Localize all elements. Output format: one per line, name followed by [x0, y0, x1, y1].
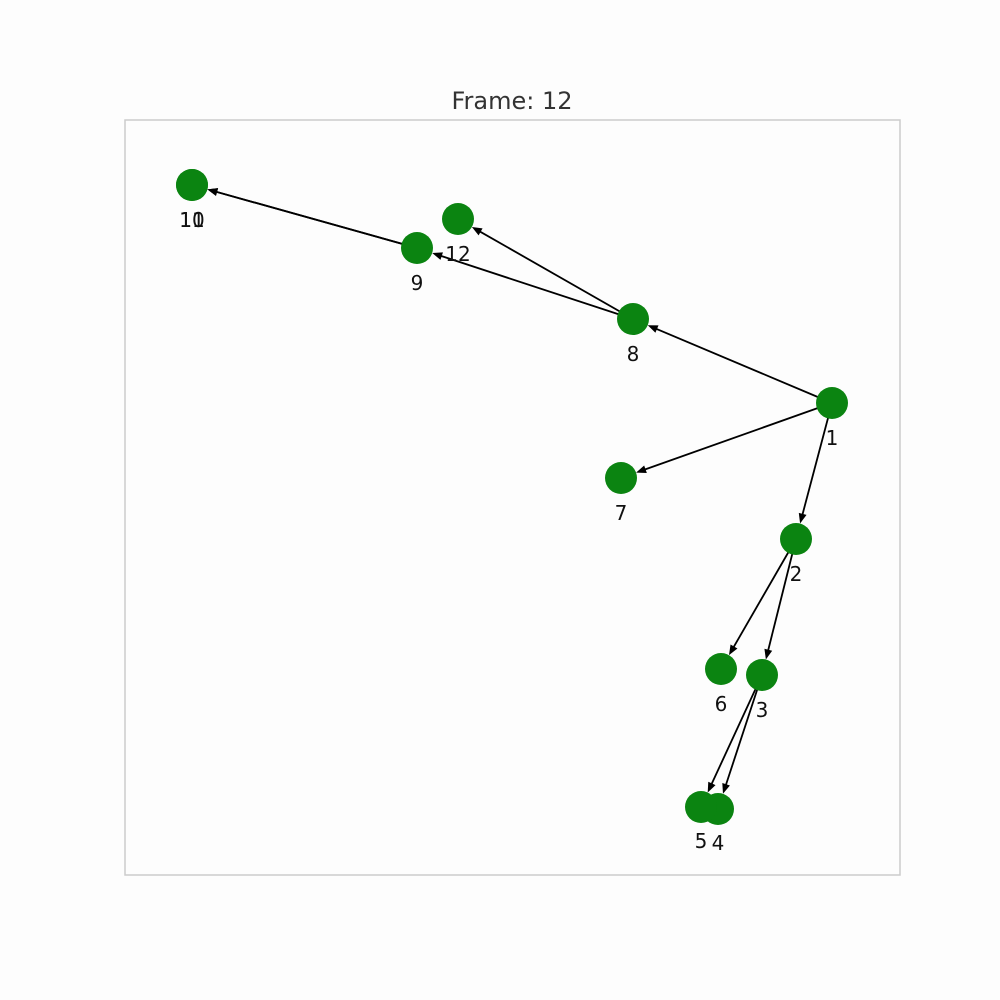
- arrow-head-icon: [728, 644, 738, 656]
- arrow-head-icon: [207, 188, 219, 196]
- edge-line: [212, 190, 418, 249]
- edge-2-6: [728, 538, 797, 656]
- node-label-11: 11: [179, 208, 204, 232]
- node-9: [401, 232, 433, 264]
- arrow-head-icon: [722, 783, 730, 794]
- node-label-2: 2: [790, 562, 803, 586]
- node-label-3: 3: [756, 698, 769, 722]
- node-label-7: 7: [615, 501, 628, 525]
- arrow-head-icon: [471, 226, 483, 236]
- edge-1-2: [798, 402, 833, 524]
- node-label-8: 8: [627, 342, 640, 366]
- node-label-4: 4: [712, 831, 725, 855]
- edge-1-7: [636, 402, 833, 474]
- edge-line: [709, 674, 763, 788]
- node-label-12: 12: [445, 242, 470, 266]
- edge-1-8: [647, 325, 833, 404]
- node-label-6: 6: [715, 692, 728, 716]
- arrow-head-icon: [647, 325, 659, 333]
- frame-title: Frame: 12: [451, 87, 572, 115]
- edge-line: [766, 538, 797, 654]
- edge-8-12: [471, 226, 634, 320]
- node-6: [705, 653, 737, 685]
- edge-line: [476, 229, 634, 320]
- node-12: [442, 203, 474, 235]
- edge-9-11: [207, 188, 418, 249]
- node-2: [780, 523, 812, 555]
- node-11: [176, 169, 208, 201]
- edge-3-5: [707, 674, 763, 793]
- edge-line: [437, 254, 634, 320]
- node-label-10: 10: [179, 208, 204, 232]
- nodes-layer: [176, 169, 848, 825]
- edge-line: [731, 538, 797, 651]
- plot-frame: [124, 119, 901, 876]
- node-7: [605, 462, 637, 494]
- edge-3-4: [722, 674, 763, 794]
- arrow-head-icon: [764, 648, 773, 660]
- node-5: [685, 791, 717, 823]
- edge-line: [652, 326, 833, 404]
- arrow-head-icon: [432, 252, 443, 260]
- edge-line: [800, 402, 833, 518]
- edges-layer: [207, 188, 833, 794]
- node-3: [746, 659, 778, 691]
- node-label-5: 5: [695, 829, 708, 853]
- node-label-9: 9: [411, 271, 424, 295]
- node-8: [617, 303, 649, 335]
- arrow-head-icon: [636, 465, 647, 474]
- edge-2-3: [764, 538, 797, 660]
- edge-line: [641, 402, 833, 472]
- node-label-1: 1: [826, 426, 839, 450]
- edge-8-9: [432, 252, 634, 320]
- arrow-head-icon: [798, 512, 807, 524]
- arrow-head-icon: [707, 781, 716, 793]
- edge-line: [724, 674, 763, 789]
- node-1: [816, 387, 848, 419]
